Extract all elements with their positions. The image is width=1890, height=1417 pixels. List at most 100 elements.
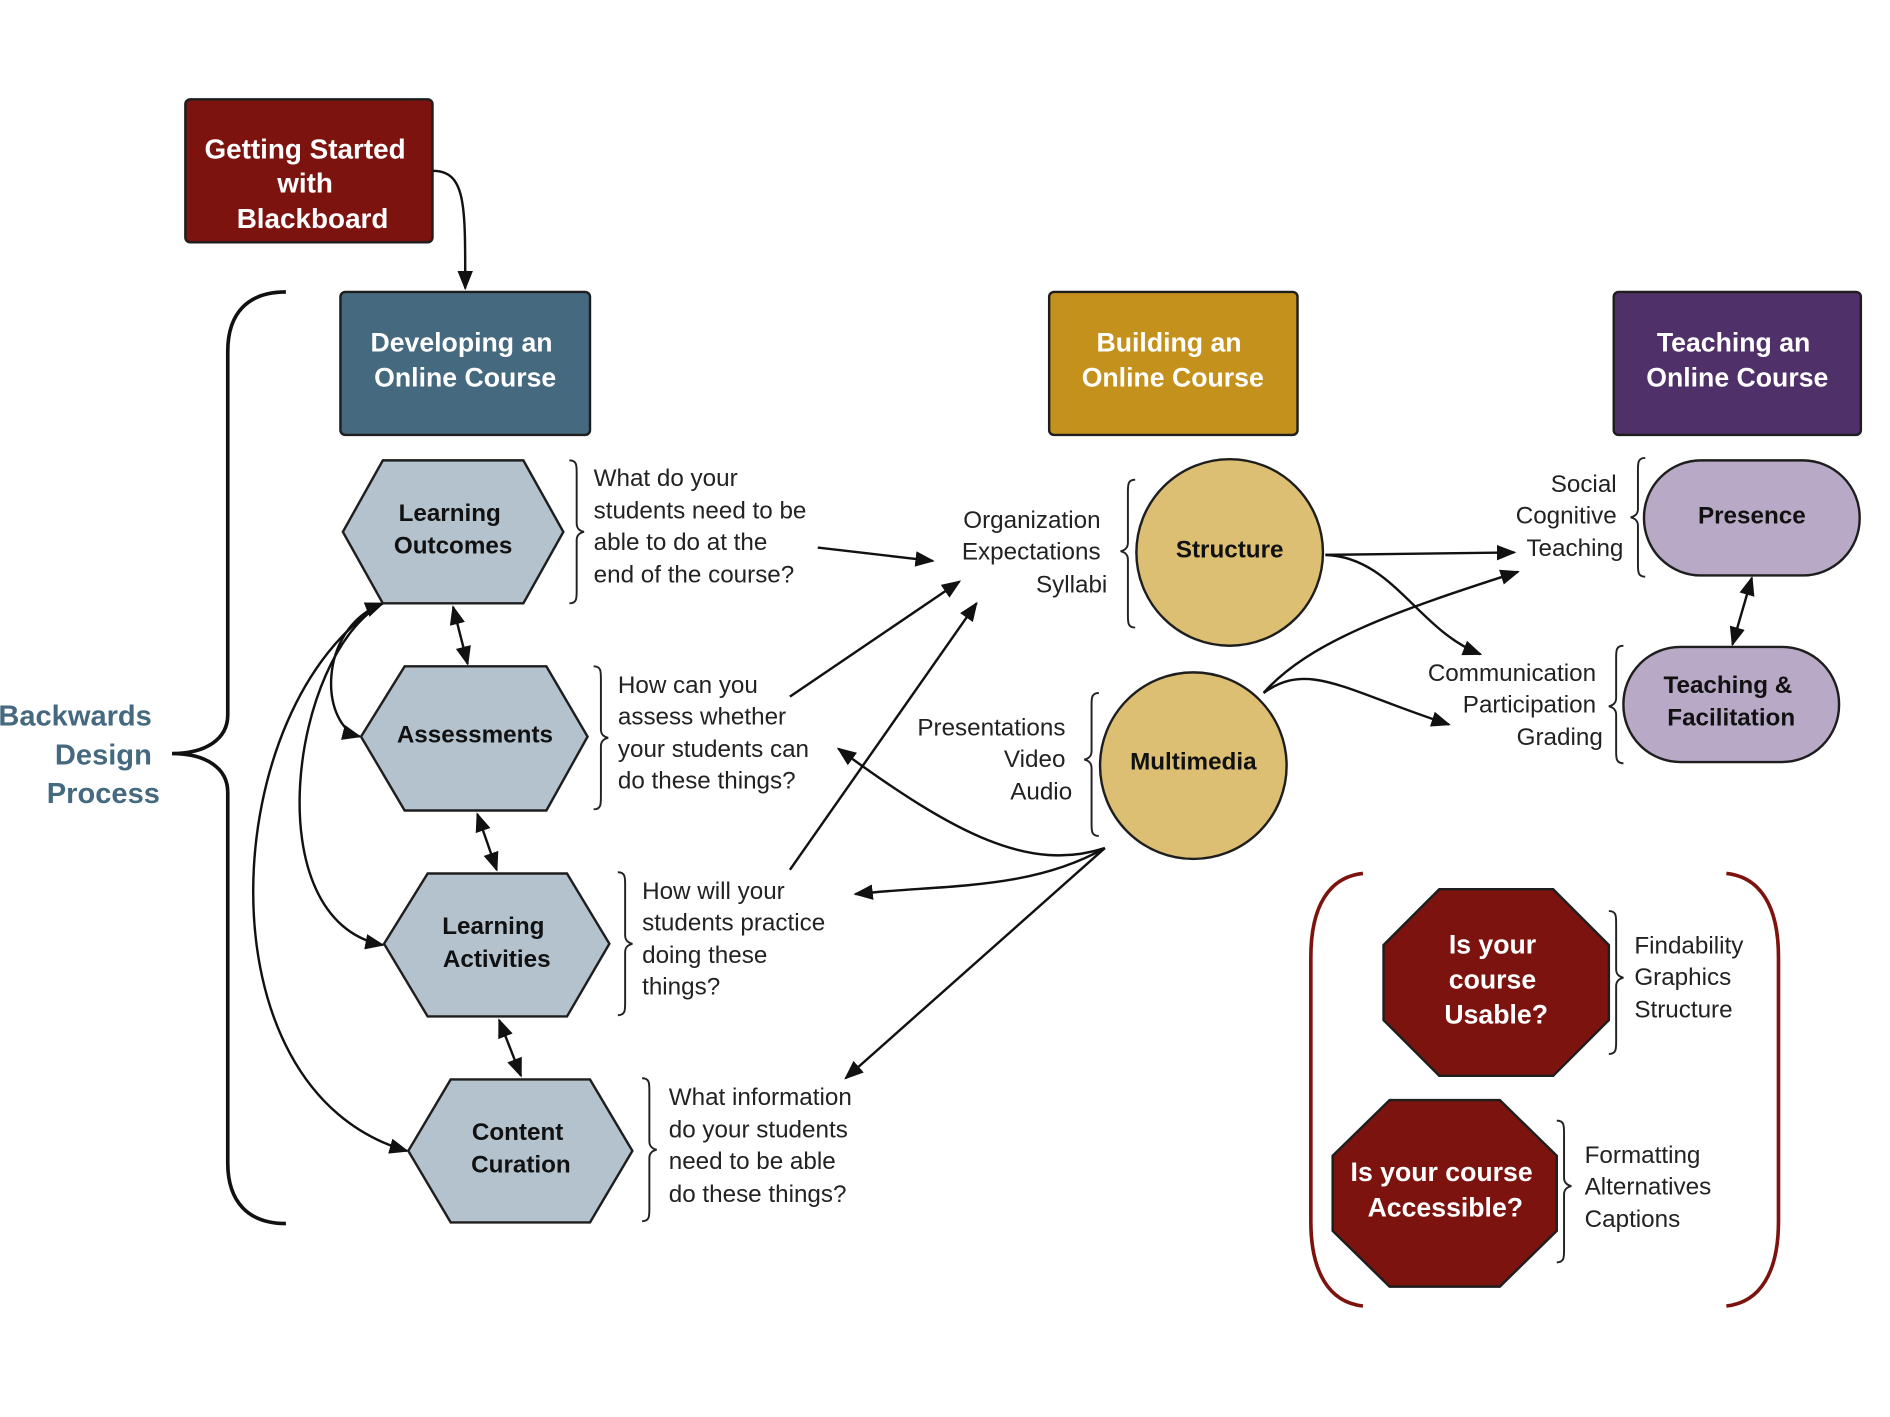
item-label: Cognitive	[1516, 502, 1617, 529]
arrow-structure-to-facilitation-notes	[1325, 553, 1483, 656]
arrow-outcomes-to-assessments-curve	[329, 602, 385, 740]
arrow-outcomes-to-curation-curve	[252, 602, 409, 1154]
arrow-multimedia-to-q2	[836, 747, 1106, 857]
item-label: Alternatives	[1585, 1174, 1712, 1201]
arrow-activities-curation	[498, 1018, 523, 1078]
facilitation-items: Communication Participation Grading	[1428, 644, 1624, 765]
question-learning-outcomes: What do your students need to be able to…	[569, 459, 814, 605]
teaching-box[interactable]: Teaching an Online Course	[1612, 290, 1863, 437]
facilitation-node[interactable]: Teaching & Facilitation	[1622, 645, 1841, 764]
step-label: Activities	[443, 946, 551, 973]
arrow-q2-to-structure	[789, 580, 962, 698]
brace	[642, 1077, 657, 1223]
step-label: Assessments	[397, 722, 553, 749]
item-label: Communication	[1428, 660, 1596, 687]
node-label: Presence	[1698, 502, 1806, 529]
header-line: Online Course	[374, 362, 556, 392]
brace	[1556, 1119, 1572, 1264]
question-line: How will your	[642, 878, 785, 905]
multimedia-items: Presentations Video Audio	[917, 692, 1099, 837]
step-content-curation[interactable]: Content Curation	[406, 1078, 634, 1224]
arrow-outcomes-assessments	[449, 605, 471, 666]
item-label: Organization	[963, 507, 1100, 534]
check-usable[interactable]: Is your course Usable?	[1382, 888, 1611, 1078]
developing-box[interactable]: Developing an Online Course	[339, 290, 592, 437]
svg-text:Formatting Alternative: Formatting Alternatives Captions	[1585, 1142, 1718, 1233]
node-label: Multimedia	[1130, 748, 1257, 775]
question-line: do these things?	[669, 1181, 847, 1208]
check-label: Usable?	[1444, 1000, 1548, 1030]
item-label: Formatting	[1585, 1142, 1701, 1169]
step-assessments[interactable]: Assessments	[359, 665, 589, 812]
getting-started-box[interactable]: Getting Started with Blackboard	[184, 98, 434, 244]
question-line: end of the course?	[594, 562, 795, 589]
header-line: with	[276, 168, 333, 199]
brace	[1608, 644, 1624, 765]
svg-text:Teaching & Facilitatio: Teaching & Facilitation	[1663, 672, 1798, 732]
building-box[interactable]: Building an Online Course	[1047, 290, 1299, 437]
arrow-q3-to-structure	[788, 601, 978, 871]
presence-items: Social Cognitive Teaching	[1516, 456, 1646, 578]
node-label: Teaching &	[1663, 672, 1792, 699]
item-label: Video	[1004, 746, 1066, 773]
step-label: Learning	[442, 913, 544, 940]
question-assessments: How can you assess whether your students…	[593, 665, 809, 811]
brace	[1630, 456, 1646, 578]
check-accessible[interactable]: Is your course Accessible?	[1331, 1098, 1558, 1288]
svg-text:Communication Particip: Communication Participation Grading	[1428, 660, 1603, 751]
svg-text:Is your course: Is your course Usable?	[1444, 929, 1548, 1029]
item-label: Social	[1551, 471, 1617, 498]
header-line: Building an	[1097, 327, 1242, 357]
presence-node[interactable]: Presence	[1642, 459, 1861, 577]
question-line: assess whether	[618, 703, 786, 730]
item-label: Syllabi	[1036, 571, 1107, 598]
step-label: Content	[472, 1119, 563, 1146]
svg-text:Is your course Accessi: Is your course Accessible?	[1351, 1157, 1541, 1222]
header-line: Online Course	[1082, 362, 1264, 392]
structure-node[interactable]: Structure	[1135, 457, 1325, 647]
question-line: doing these	[642, 942, 767, 969]
question-line: How can you	[618, 672, 758, 699]
arrow-structure-to-presence-notes	[1325, 544, 1517, 561]
brace	[569, 459, 585, 605]
arrow-outcomes-to-activities-curve	[298, 602, 385, 950]
arrow-multimedia-to-facilitation-notes	[1262, 677, 1451, 727]
svg-text:Developing an Online C: Developing an Online Course	[370, 327, 559, 392]
header-line: Online Course	[1646, 362, 1828, 392]
question-line: What information	[669, 1084, 852, 1111]
brace	[1608, 910, 1624, 1055]
arrow-q1-to-structure	[817, 546, 935, 567]
question-line: do these things?	[618, 768, 796, 795]
brace	[617, 871, 633, 1017]
svg-text:How will your students: How will your students practice doing th…	[642, 878, 832, 1001]
multimedia-node[interactable]: Multimedia	[1098, 671, 1288, 861]
brace	[1084, 692, 1099, 837]
item-label: Structure	[1634, 997, 1732, 1024]
arrow-multimedia-to-q4	[844, 847, 1106, 1080]
item-label: Captions	[1585, 1206, 1681, 1233]
question-line: do your students	[669, 1117, 848, 1144]
question-line: things?	[642, 974, 720, 1001]
svg-text:What do your students: What do your students need to be able to…	[594, 465, 814, 589]
connectors	[252, 169, 1755, 1154]
question-learning-activities: How will your students practice doing th…	[617, 871, 832, 1017]
check-usable-items: Findability Graphics Structure	[1608, 910, 1744, 1055]
step-learning-outcomes[interactable]: Learning Outcomes	[341, 459, 565, 605]
step-label: Learning	[399, 500, 501, 527]
question-line: your students can	[618, 736, 809, 763]
question-line: students practice	[642, 909, 825, 936]
svg-text:Getting Started with: Getting Started with Blackboard	[204, 134, 413, 234]
question-line: What do your	[594, 465, 738, 492]
label-line: Process	[47, 778, 160, 810]
item-label: Teaching	[1526, 535, 1623, 562]
svg-text:Content Curation: Content Curation	[471, 1119, 571, 1179]
arrow-presence-facilitation	[1729, 576, 1755, 647]
label-line: Design	[55, 739, 152, 771]
check-label: course	[1449, 965, 1536, 995]
check-label: Is your	[1449, 929, 1536, 959]
step-learning-activities[interactable]: Learning Activities	[382, 872, 611, 1018]
brace	[1120, 478, 1136, 629]
quality-bracket-right	[1726, 871, 1781, 1308]
svg-text:What information do yo: What information do your students need t…	[669, 1084, 859, 1208]
svg-text:Learning Activities: Learning Activities	[442, 913, 551, 973]
